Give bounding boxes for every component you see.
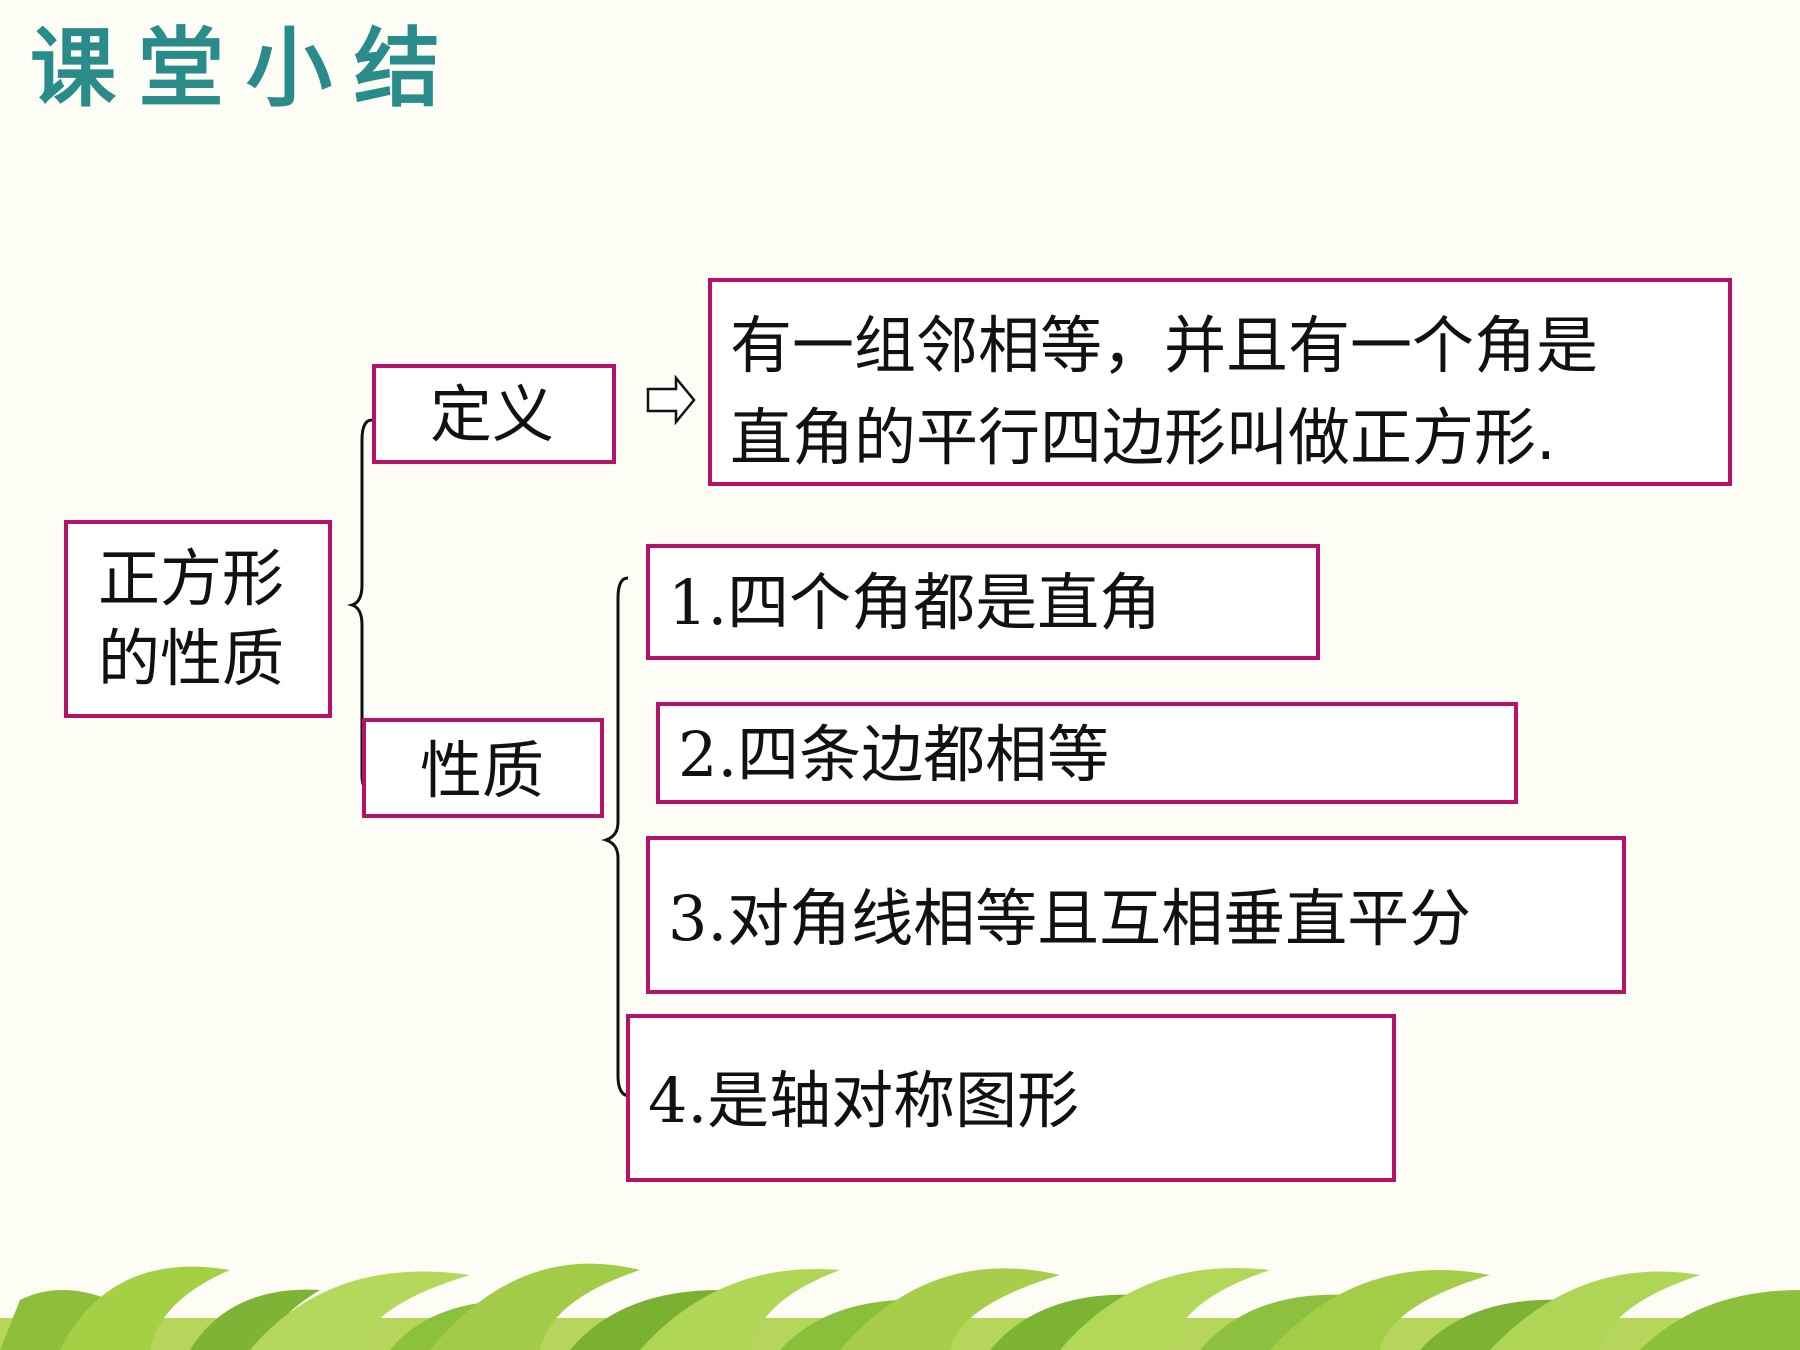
root-line2: 的性质 — [98, 622, 285, 695]
property-number-3: 3. — [668, 882, 728, 955]
definition-text-line2: 直角的平行四边形叫做正方形. — [730, 401, 1556, 474]
property-number-4: 4. — [648, 1064, 708, 1137]
properties-label-box: 性质 — [362, 718, 604, 818]
definition-label-box: 定义 — [372, 364, 616, 464]
property-number-2: 2. — [678, 718, 738, 791]
definition-text-line1: 有一组邻相等，并且有一个角是 — [730, 309, 1599, 382]
brace-properties — [601, 576, 629, 1098]
property-item-1: 1.四个角都是直角 — [646, 544, 1320, 660]
properties-label: 性质 — [420, 734, 545, 807]
property-item-4: 4.是轴对称图形 — [626, 1014, 1396, 1182]
grass-decoration — [0, 1263, 1800, 1350]
definition-text: 有一组邻相等，并且有一个角是 直角的平行四边形叫做正方形. — [730, 300, 1598, 484]
property-number-1: 1. — [668, 566, 728, 639]
root-line1: 正方形 — [98, 542, 285, 615]
property-text-1: 四个角都是直角 — [727, 566, 1162, 639]
property-text-3: 对角线相等且互相垂直平分 — [727, 882, 1472, 955]
property-text-4: 是轴对称图形 — [707, 1064, 1080, 1137]
property-item-2: 2.四条边都相等 — [656, 702, 1518, 804]
definition-label: 定义 — [430, 378, 555, 451]
property-item-3: 3.对角线相等且互相垂直平分 — [646, 836, 1626, 994]
definition-text-box — [708, 278, 1732, 486]
property-text-2: 四条边都相等 — [737, 718, 1110, 791]
root-box: 正方形 的性质 — [64, 520, 332, 718]
right-arrow-icon — [646, 374, 696, 426]
slide-title: 课堂小结 — [30, 19, 462, 119]
